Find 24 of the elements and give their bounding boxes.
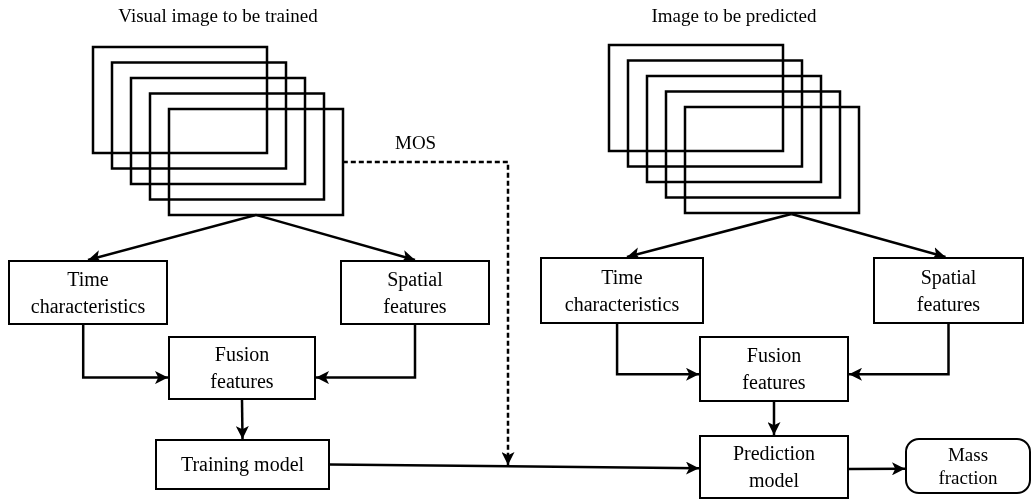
arrow — [235, 400, 249, 439]
process-box: Fusion features — [699, 336, 849, 402]
process-box: Time characteristics — [8, 260, 168, 325]
image-heading: Image to be predicted — [650, 4, 818, 28]
arrow — [81, 325, 168, 385]
arrow — [615, 324, 699, 381]
rounded-box: Mass fraction — [905, 438, 1031, 494]
process-box: Fusion features — [168, 336, 316, 400]
arrow — [87, 213, 257, 263]
process-box: Training model — [155, 439, 330, 490]
arrow — [767, 402, 781, 435]
arrow — [255, 213, 416, 263]
process-box: Prediction model — [699, 435, 849, 499]
arrow — [626, 212, 792, 260]
process-box: Time characteristics — [540, 257, 704, 324]
arrow — [330, 461, 699, 475]
process-box: Spatial features — [340, 260, 490, 325]
arrow — [849, 462, 905, 476]
dashed-arrow — [342, 160, 515, 465]
arrow — [791, 212, 946, 260]
arrow — [849, 324, 950, 381]
arrow — [316, 325, 417, 385]
process-box: Spatial features — [873, 257, 1024, 324]
image-heading: Visual image to be trained — [117, 4, 319, 28]
